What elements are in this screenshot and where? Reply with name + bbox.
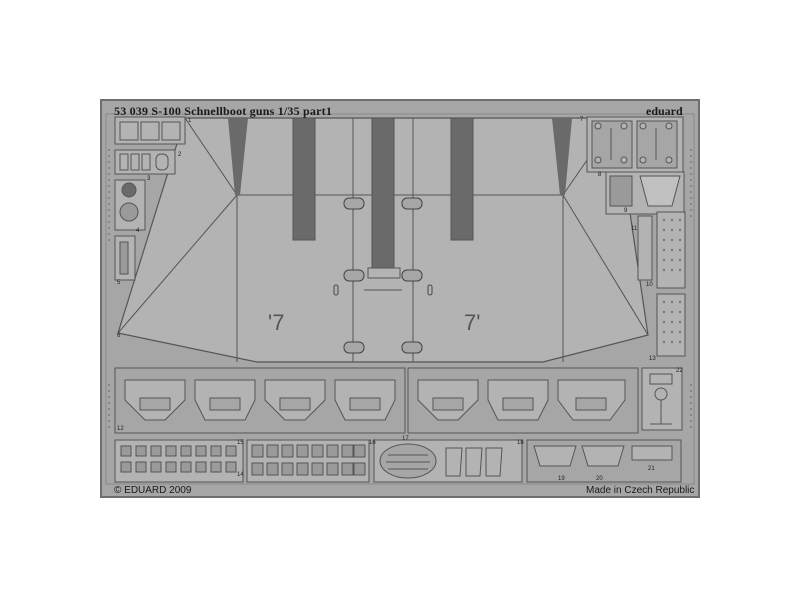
shield-slot: [292, 117, 316, 241]
shield-slot: [371, 117, 395, 269]
dot-grid: [662, 218, 682, 344]
part-number: 18: [517, 440, 524, 446]
stand-part: [641, 367, 683, 431]
part-number: 17: [402, 436, 409, 442]
part-number: 19: [558, 476, 565, 482]
shield-slot: [450, 117, 474, 241]
shield-mark-right: 7': [464, 310, 480, 335]
fret-title: 53 039 S-100 Schnellboot guns 1/35 part1: [114, 104, 333, 118]
bracket-row: [114, 367, 639, 434]
part-number: 13: [649, 356, 656, 362]
part-number: 7: [580, 117, 584, 123]
bottom-parts: [114, 439, 682, 483]
small-parts-right: [586, 116, 686, 357]
perforation-left: [108, 149, 110, 428]
part-number: 11: [631, 226, 638, 232]
part-number: 3: [147, 176, 151, 182]
part-number: 8: [598, 172, 602, 178]
part-number: 12: [117, 426, 124, 432]
gun-shield-part: [117, 117, 649, 363]
brand-logo-text: eduard: [646, 104, 683, 118]
part-number: 9: [624, 208, 628, 214]
origin-text: Made in Czech Republic: [586, 485, 695, 496]
perforation-right: [690, 149, 692, 428]
part-number: 16: [369, 440, 376, 446]
part-number: 14: [237, 472, 244, 478]
copyright-text: © EDUARD 2009: [114, 485, 192, 496]
part-number: 21: [648, 466, 655, 472]
shield-mark-left: '7: [268, 310, 284, 335]
part-number: 2: [178, 152, 182, 158]
part-number: 10: [646, 282, 653, 288]
part-number: 6: [117, 333, 121, 339]
part-number: 5: [117, 280, 121, 286]
part-number: 20: [596, 476, 603, 482]
small-parts-left: [114, 116, 186, 281]
part-number: 22: [676, 368, 683, 374]
part-number: 15: [237, 440, 244, 446]
part-number: 1: [188, 118, 192, 124]
part-number: 4: [136, 228, 140, 234]
